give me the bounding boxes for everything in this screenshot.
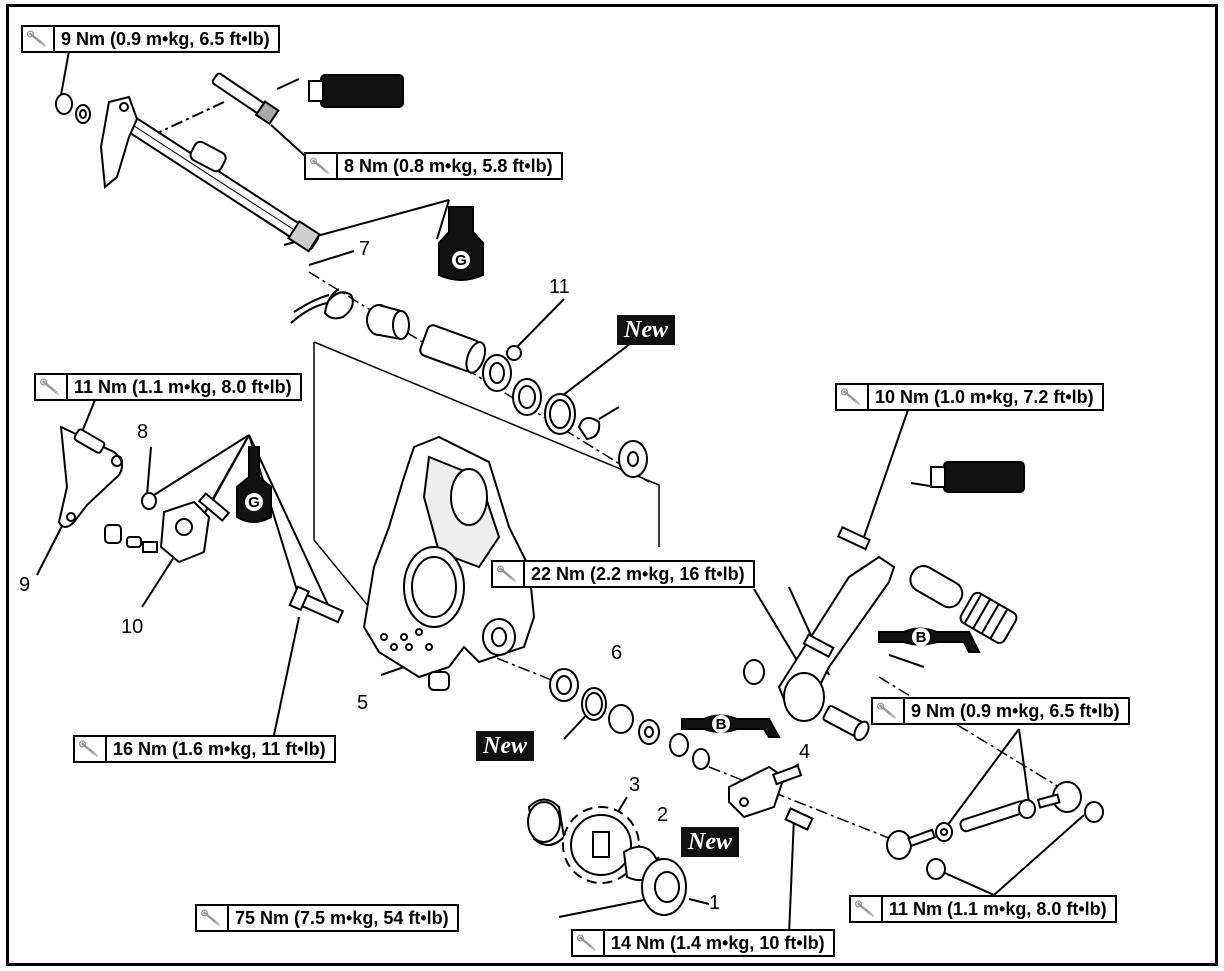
torque-spec-text: 8 Nm (0.8 m•kg, 5.8 ft•lb) [344,155,553,176]
torque-spec-text: 75 Nm (7.5 m•kg, 54 ft•lb) [235,907,449,928]
part-number-2: 2 [657,804,669,826]
torque-wrench-icon [837,385,869,409]
part-number-7: 7 [359,238,371,260]
part-number-1: 1 [709,892,721,914]
new-part-tag: New [617,315,675,345]
grease-g-label-top: G [455,252,467,269]
part-number-8: 8 [137,421,149,443]
torque-spec-text: 22 Nm (2.2 m•kg, 16 ft•lb) [531,563,745,584]
grease-b-label-1: B [716,716,727,733]
torque-spec-t7: 16 Nm (1.6 m•kg, 11 ft•lb) [73,735,336,763]
torque-spec-text: 9 Nm (0.9 m•kg, 6.5 ft•lb) [911,700,1120,721]
torque-spec-text: 9 Nm (0.9 m•kg, 6.5 ft•lb) [61,28,270,49]
part-number-9: 9 [19,574,31,596]
torque-spec-text: 10 Nm (1.0 m•kg, 7.2 ft•lb) [875,386,1094,407]
part-number-3: 3 [629,774,641,796]
exploded-parts-drawing: G G B B [36,50,1109,936]
new-part-tag: New [476,731,534,761]
torque-wrench-icon [573,931,605,955]
torque-wrench-icon [851,897,883,921]
torque-spec-t1: 9 Nm (0.9 m•kg, 6.5 ft•lb) [21,25,280,53]
torque-spec-t8: 11 Nm (1.1 m•kg, 8.0 ft•lb) [849,895,1117,923]
part-number-11: 11 [549,276,570,298]
part-number-10: 10 [121,616,144,638]
torque-wrench-icon [23,27,55,51]
torque-spec-t6: 9 Nm (0.9 m•kg, 6.5 ft•lb) [871,697,1130,725]
grease-g-label-mid: G [248,494,260,511]
new-part-tag: New [681,827,739,857]
torque-spec-t2: 8 Nm (0.8 m•kg, 5.8 ft•lb) [304,152,563,180]
part-number-4: 4 [799,741,811,763]
torque-spec-t5: 22 Nm (2.2 m•kg, 16 ft•lb) [491,560,755,588]
torque-spec-t4: 10 Nm (1.0 m•kg, 7.2 ft•lb) [835,383,1104,411]
torque-spec-t9: 75 Nm (7.5 m•kg, 54 ft•lb) [195,904,459,932]
torque-spec-t3: 11 Nm (1.1 m•kg, 8.0 ft•lb) [34,373,302,401]
torque-wrench-icon [197,906,229,930]
part-number-5: 5 [357,692,369,714]
torque-wrench-icon [493,562,525,586]
part-number-6: 6 [611,642,623,664]
grease-b-label-2: B [916,629,927,646]
torque-spec-text: 16 Nm (1.6 m•kg, 11 ft•lb) [113,738,326,759]
torque-spec-t10: 14 Nm (1.4 m•kg, 10 ft•lb) [571,929,835,957]
torque-wrench-icon [75,737,107,761]
torque-wrench-icon [306,154,338,178]
torque-wrench-icon [36,375,68,399]
torque-wrench-icon [873,699,905,723]
torque-spec-text: 11 Nm (1.1 m•kg, 8.0 ft•lb) [74,376,292,397]
torque-spec-text: 14 Nm (1.4 m•kg, 10 ft•lb) [611,932,825,953]
torque-spec-text: 11 Nm (1.1 m•kg, 8.0 ft•lb) [889,898,1107,919]
diagram-frame: G G B B 9 Nm (0.9 m•kg, 6.5 ft•lb) 8 Nm … [6,4,1218,966]
